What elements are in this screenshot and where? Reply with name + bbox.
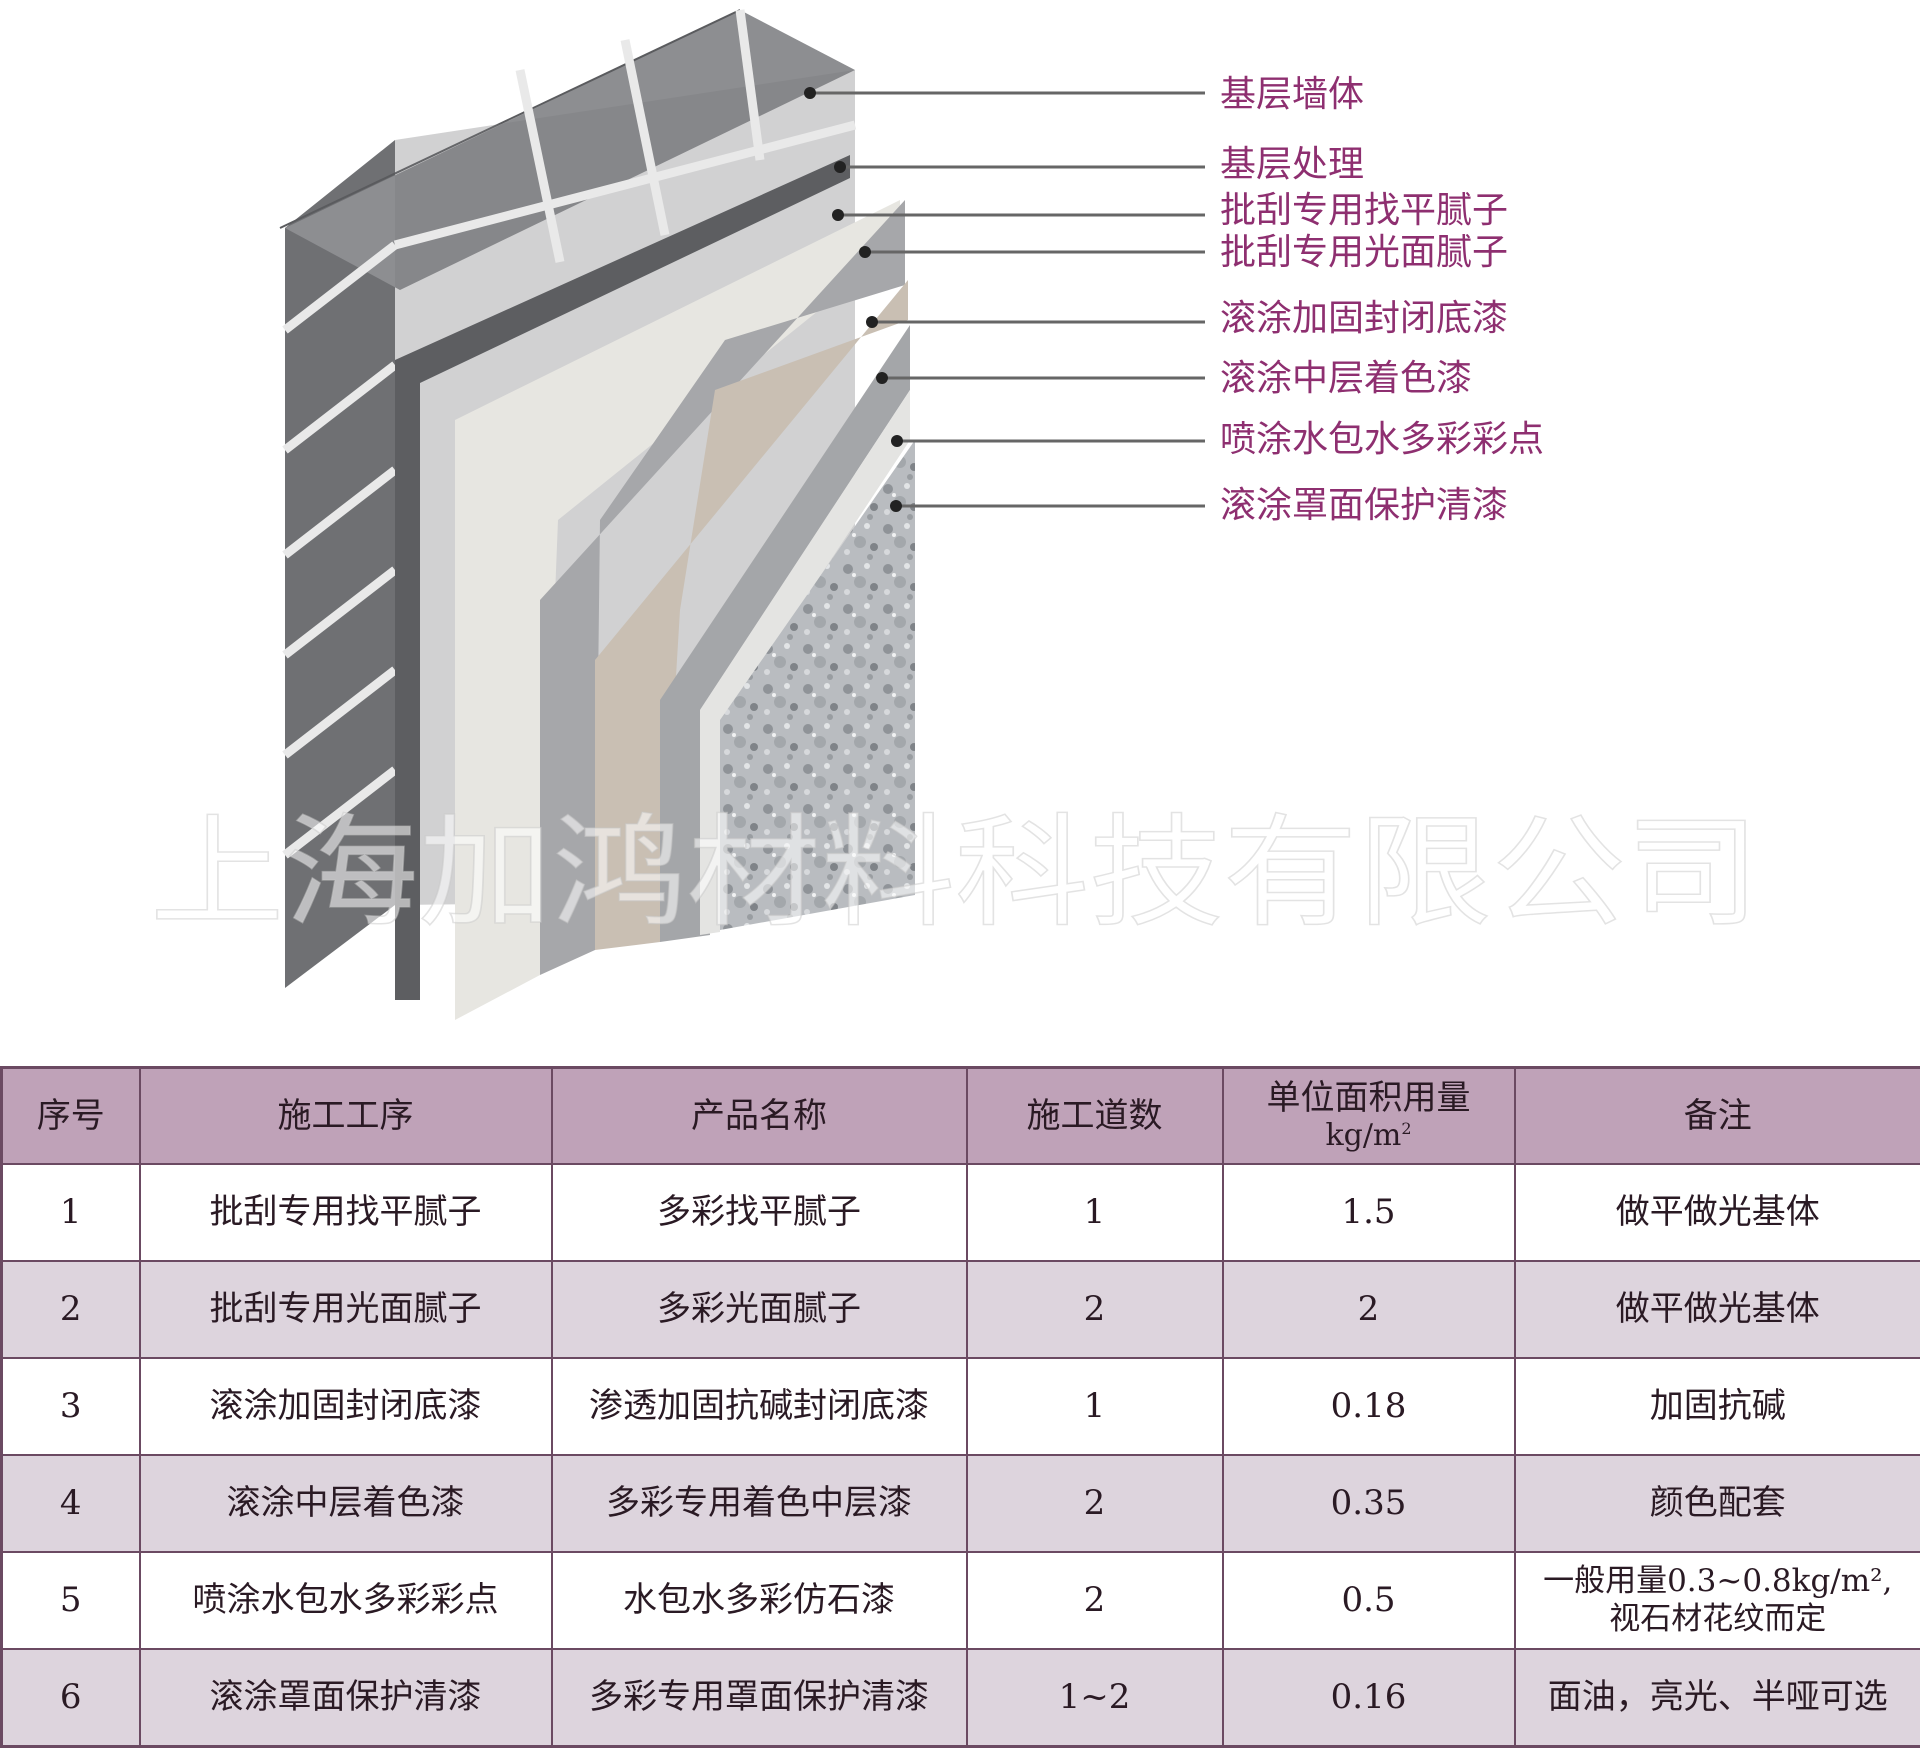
table-row: 3 滚涂加固封闭底漆 渗透加固抗碱封闭底漆 1 0.18 加固抗碱 <box>2 1358 1920 1455</box>
cell-note-line2: 视石材花纹而定 <box>1520 1601 1917 1638</box>
cell-seq: 2 <box>2 1261 140 1358</box>
cell-note-line1: 一般用量0.3~0.8kg/m², <box>1520 1563 1917 1600</box>
leader-dot <box>876 372 888 384</box>
cell-process: 批刮专用光面腻子 <box>140 1261 552 1358</box>
cell-usage: 0.35 <box>1223 1455 1515 1552</box>
cell-process: 批刮专用找平腻子 <box>140 1164 552 1261</box>
callout-base-treatment: 基层处理 <box>1220 144 1364 185</box>
cell-process: 滚涂加固封闭底漆 <box>140 1358 552 1455</box>
cell-product: 多彩专用着色中层漆 <box>552 1455 967 1552</box>
cell-product: 多彩专用罩面保护清漆 <box>552 1649 967 1747</box>
leader-dot <box>834 161 846 173</box>
cell-note: 做平做光基体 <box>1515 1261 1920 1358</box>
callout-smooth-putty: 批刮专用光面腻子 <box>1220 232 1508 273</box>
cell-passes: 1~2 <box>967 1649 1223 1747</box>
cell-seq: 3 <box>2 1358 140 1455</box>
header-seq: 序号 <box>2 1068 140 1165</box>
cell-passes: 1 <box>967 1164 1223 1261</box>
callout-leveling-putty: 批刮专用找平腻子 <box>1220 190 1508 231</box>
table-row: 5 喷涂水包水多彩彩点 水包水多彩仿石漆 2 0.5 一般用量0.3~0.8kg… <box>2 1552 1920 1649</box>
header-usage-unit: kg/m2 <box>1228 1118 1510 1154</box>
leader-dot <box>890 500 902 512</box>
table-header-row: 序号 施工工序 产品名称 施工道数 单位面积用量 kg/m2 备注 <box>2 1068 1920 1165</box>
cell-seq: 6 <box>2 1649 140 1747</box>
cell-usage: 0.18 <box>1223 1358 1515 1455</box>
header-usage: 单位面积用量 kg/m2 <box>1223 1068 1515 1165</box>
callout-clear-coat: 滚涂罩面保护清漆 <box>1220 485 1508 526</box>
construction-spec-table: 序号 施工工序 产品名称 施工道数 单位面积用量 kg/m2 备注 1 批刮专用… <box>0 1066 1920 1748</box>
cell-note: 面油，亮光、半哑可选 <box>1515 1649 1920 1747</box>
leader-dot <box>804 87 816 99</box>
cell-passes: 2 <box>967 1455 1223 1552</box>
cell-seq: 1 <box>2 1164 140 1261</box>
header-passes: 施工道数 <box>967 1068 1223 1165</box>
cell-product: 多彩光面腻子 <box>552 1261 967 1358</box>
table-row: 4 滚涂中层着色漆 多彩专用着色中层漆 2 0.35 颜色配套 <box>2 1455 1920 1552</box>
cell-process: 滚涂罩面保护清漆 <box>140 1649 552 1747</box>
table-row: 2 批刮专用光面腻子 多彩光面腻子 2 2 做平做光基体 <box>2 1261 1920 1358</box>
cell-process: 喷涂水包水多彩彩点 <box>140 1552 552 1649</box>
cell-usage: 0.5 <box>1223 1552 1515 1649</box>
header-process: 施工工序 <box>140 1068 552 1165</box>
cell-passes: 2 <box>967 1261 1223 1358</box>
table-row: 6 滚涂罩面保护清漆 多彩专用罩面保护清漆 1~2 0.16 面油，亮光、半哑可… <box>2 1649 1920 1747</box>
cell-product: 渗透加固抗碱封闭底漆 <box>552 1358 967 1455</box>
cell-passes: 1 <box>967 1358 1223 1455</box>
cell-usage: 0.16 <box>1223 1649 1515 1747</box>
leader-dot <box>891 435 903 447</box>
cell-note: 一般用量0.3~0.8kg/m², 视石材花纹而定 <box>1515 1552 1920 1649</box>
cell-note: 做平做光基体 <box>1515 1164 1920 1261</box>
table-row: 1 批刮专用找平腻子 多彩找平腻子 1 1.5 做平做光基体 <box>2 1164 1920 1261</box>
cell-passes: 2 <box>967 1552 1223 1649</box>
callout-sealing-primer: 滚涂加固封闭底漆 <box>1220 298 1508 339</box>
wall-layer-diagram: 基层墙体 基层处理 批刮专用找平腻子 批刮专用光面腻子 滚涂加固封闭底漆 滚涂中… <box>0 0 1920 1060</box>
cell-product: 多彩找平腻子 <box>552 1164 967 1261</box>
cell-note: 加固抗碱 <box>1515 1358 1920 1455</box>
cell-seq: 4 <box>2 1455 140 1552</box>
watermark-company-name: 上海加鸿材料科技有限公司 <box>150 802 1760 944</box>
callout-multicolor-dots: 喷涂水包水多彩彩点 <box>1220 419 1544 460</box>
cell-product: 水包水多彩仿石漆 <box>552 1552 967 1649</box>
callout-base-wall: 基层墙体 <box>1220 74 1364 115</box>
callout-middle-coat: 滚涂中层着色漆 <box>1220 358 1472 399</box>
leader-dot <box>859 246 871 258</box>
cell-note: 颜色配套 <box>1515 1455 1920 1552</box>
header-product: 产品名称 <box>552 1068 967 1165</box>
leader-dot <box>832 209 844 221</box>
cell-process: 滚涂中层着色漆 <box>140 1455 552 1552</box>
cell-seq: 5 <box>2 1552 140 1649</box>
cell-usage: 2 <box>1223 1261 1515 1358</box>
header-usage-title: 单位面积用量 <box>1267 1078 1471 1118</box>
header-note: 备注 <box>1515 1068 1920 1165</box>
cell-usage: 1.5 <box>1223 1164 1515 1261</box>
leader-dot <box>866 316 878 328</box>
